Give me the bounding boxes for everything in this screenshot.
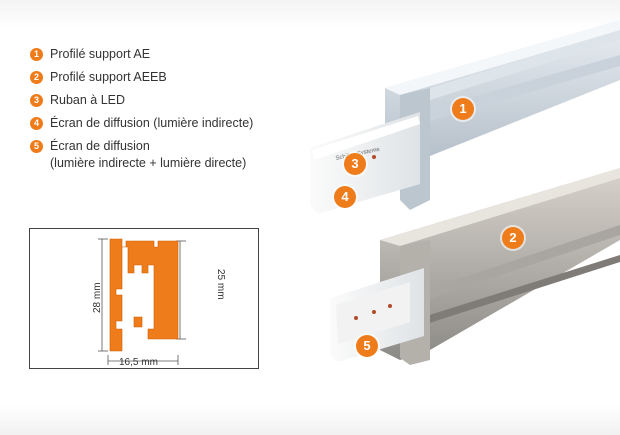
- callout-1: 1: [452, 98, 474, 120]
- legend-item-5: 5 Écran de diffusion (lumière indirecte …: [30, 138, 320, 172]
- callout-5: 5: [356, 335, 378, 357]
- profile-shape: [109, 238, 179, 352]
- legend-item-2: 2 Profilé support AEEB: [30, 69, 320, 86]
- inner-height-label: 25 mm: [215, 269, 226, 300]
- legend-item-4: 4 Écran de diffusion (lumière indirecte): [30, 115, 320, 132]
- number-badge: 1: [30, 48, 43, 61]
- number-badge: 5: [30, 140, 43, 153]
- width-label: 16,5 mm: [119, 357, 158, 368]
- cross-section-drawing: [98, 238, 186, 365]
- number-badge: 2: [30, 71, 43, 84]
- legend-item-3: 3 Ruban à LED: [30, 92, 320, 109]
- number-badge: 3: [30, 94, 43, 107]
- legend: 1 Profilé support AE 2 Profilé support A…: [30, 46, 320, 178]
- height-label: 28 mm: [92, 282, 103, 313]
- callout-3: 3: [344, 153, 366, 175]
- callout-4: 4: [334, 186, 356, 208]
- legend-label: Écran de diffusion (lumière indirecte + …: [50, 139, 247, 170]
- legend-label: Écran de diffusion (lumière indirecte): [50, 116, 254, 130]
- diffuser-5: [330, 268, 424, 362]
- product-photo: Schiller-Systeme 1 2 3 4 5: [290, 0, 620, 380]
- legend-label: Ruban à LED: [50, 93, 126, 107]
- legend-item-1: 1 Profilé support AE: [30, 46, 320, 63]
- callout-2: 2: [502, 227, 524, 249]
- legend-label: Profilé support AEEB: [50, 70, 167, 84]
- profile-cross-section-diagram: 28 mm 25 mm 16,5 mm: [29, 228, 259, 369]
- legend-label: Profilé support AE: [50, 47, 151, 61]
- number-badge: 4: [30, 117, 43, 130]
